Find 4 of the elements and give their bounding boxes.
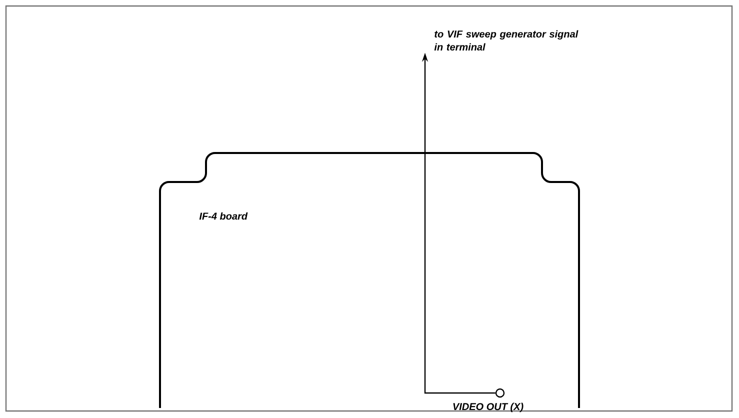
terminal-circle <box>495 388 505 398</box>
terminal-label: VIDEO OUT (X) <box>453 402 524 412</box>
board-label: IF-4 board <box>199 212 248 220</box>
callout-text: to VIF sweep generator signal in terminal <box>434 30 578 51</box>
